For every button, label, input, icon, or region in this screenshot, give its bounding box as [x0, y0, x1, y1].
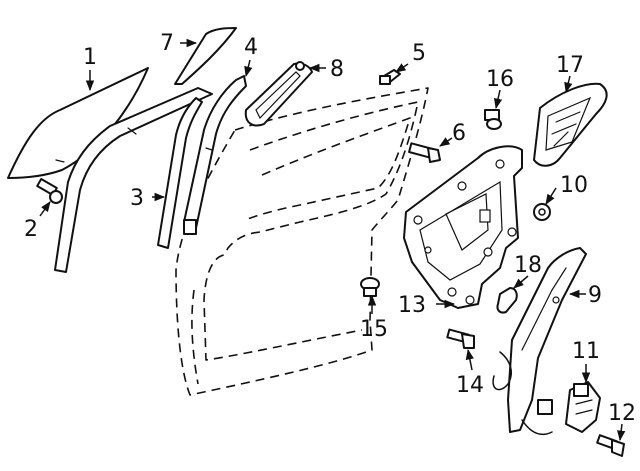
callout-11: 11 [572, 339, 600, 364]
callout-12: 12 [608, 401, 636, 426]
callout-18: 18 [514, 253, 542, 278]
leader-lines [39, 38, 626, 442]
part-7-quarter-glass [174, 27, 237, 85]
part-11-motor [565, 381, 601, 433]
part-4-division-bar [183, 75, 247, 235]
part-18-grommet [496, 287, 518, 314]
callout-1: 1 [83, 45, 97, 70]
part-5-bolt [379, 69, 401, 85]
door-outline [175, 87, 429, 396]
callout-15: 15 [360, 317, 388, 342]
callout-16: 16 [486, 67, 514, 92]
callout-7: 7 [160, 31, 174, 56]
callout-3: 3 [130, 186, 144, 211]
callout-14: 14 [456, 373, 484, 398]
callout-4: 4 [244, 35, 258, 60]
part-2-bolt [36, 178, 63, 204]
callout-9: 9 [588, 283, 602, 308]
part-6-bolt [408, 142, 441, 163]
callout-5: 5 [412, 41, 426, 66]
part-13-module-panel [403, 145, 523, 309]
callout-2: 2 [24, 217, 38, 242]
callout-13: 13 [398, 293, 426, 318]
part-8-glass-frame [244, 61, 313, 127]
part-3-run-channel [54, 87, 213, 273]
part-14-bolt [446, 328, 475, 349]
part-16-clip [484, 109, 502, 130]
callout-17: 17 [556, 53, 584, 78]
part-17-speaker [533, 82, 608, 167]
part-10-nut [533, 203, 551, 221]
part-15-clip [360, 277, 380, 297]
callout-labels: 1 2 3 4 5 6 7 8 9 10 11 12 13 14 15 16 1… [24, 31, 636, 426]
callout-10: 10 [560, 173, 588, 198]
part-9-window-regulator [492, 247, 587, 436]
part-12-bolt [596, 434, 625, 457]
part-1-door-glass [7, 67, 149, 179]
callout-6: 6 [452, 121, 466, 146]
callout-8: 8 [330, 57, 344, 82]
